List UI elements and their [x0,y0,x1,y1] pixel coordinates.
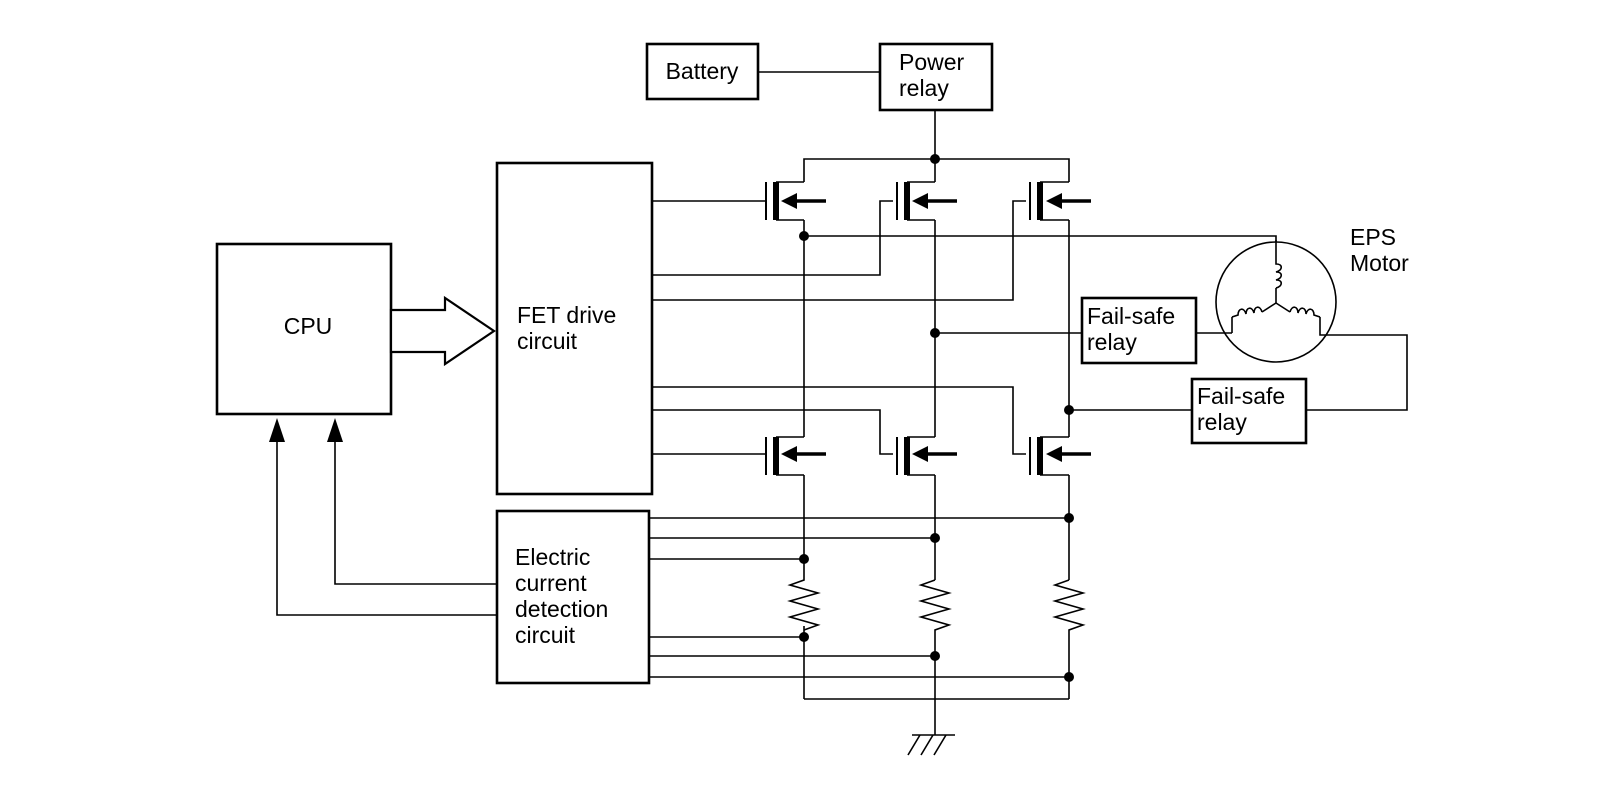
failsafe-relay-1-label-line1: Fail-safe [1087,303,1175,329]
mosfet-low-u [765,436,826,476]
cpu-label: CPU [284,313,333,339]
motor-coil-v [1231,306,1263,318]
mosfet-low-w [1029,436,1091,476]
motor-coil-w [1289,306,1321,318]
fet-drive-box [495,161,654,496]
current-detection-label-line3: detection [515,596,608,622]
fet-drive-label-line1: FET drive [517,302,616,328]
power-relay-box [878,42,994,112]
current-detection-label-line2: current [515,570,587,596]
failsafe-relay-1-box [1080,296,1198,365]
failsafe-relay-1-label-line2: relay [1087,329,1137,355]
motor-label-line1: EPS [1350,224,1396,250]
current-sense-wiring [649,513,1074,682]
mosfet-high-w [1029,181,1091,221]
power-supply-wiring [758,71,1070,182]
shunt-resistor-w [1052,579,1086,640]
current-detection-label-line1: Electric [515,544,590,570]
battery-box [645,42,760,101]
failsafe-relay-2-label-line2: relay [1197,409,1247,435]
shunt-resistor-u [787,565,821,631]
power-relay-label-line1: Power [899,49,965,75]
current-detection-label-line4: circuit [515,622,576,648]
shunt-resistor-v [918,579,952,640]
motor-output-wiring [799,231,1408,415]
current-detection-box [495,509,651,685]
eps-motor-symbol [1215,240,1337,363]
ground-symbol [907,734,955,756]
phase-legs-wiring [803,220,1070,735]
fet-drive-label-line2: circuit [517,328,578,354]
cpu-to-fet-drive-arrow [389,295,496,367]
power-relay-label-line2: relay [899,75,949,101]
mosfet-high-u [765,181,826,221]
mosfet-low-v [896,436,957,476]
cpu-box [215,242,393,416]
detection-to-cpu-signals [269,418,497,616]
failsafe-relay-2-label-line1: Fail-safe [1197,383,1285,409]
motor-coil-u [1275,240,1283,289]
motor-label-line2: Motor [1350,250,1409,276]
failsafe-relay-2-box [1190,377,1308,445]
gate-drive-wiring [652,200,1026,455]
battery-label: Battery [666,58,739,84]
mosfet-high-v [896,181,957,221]
